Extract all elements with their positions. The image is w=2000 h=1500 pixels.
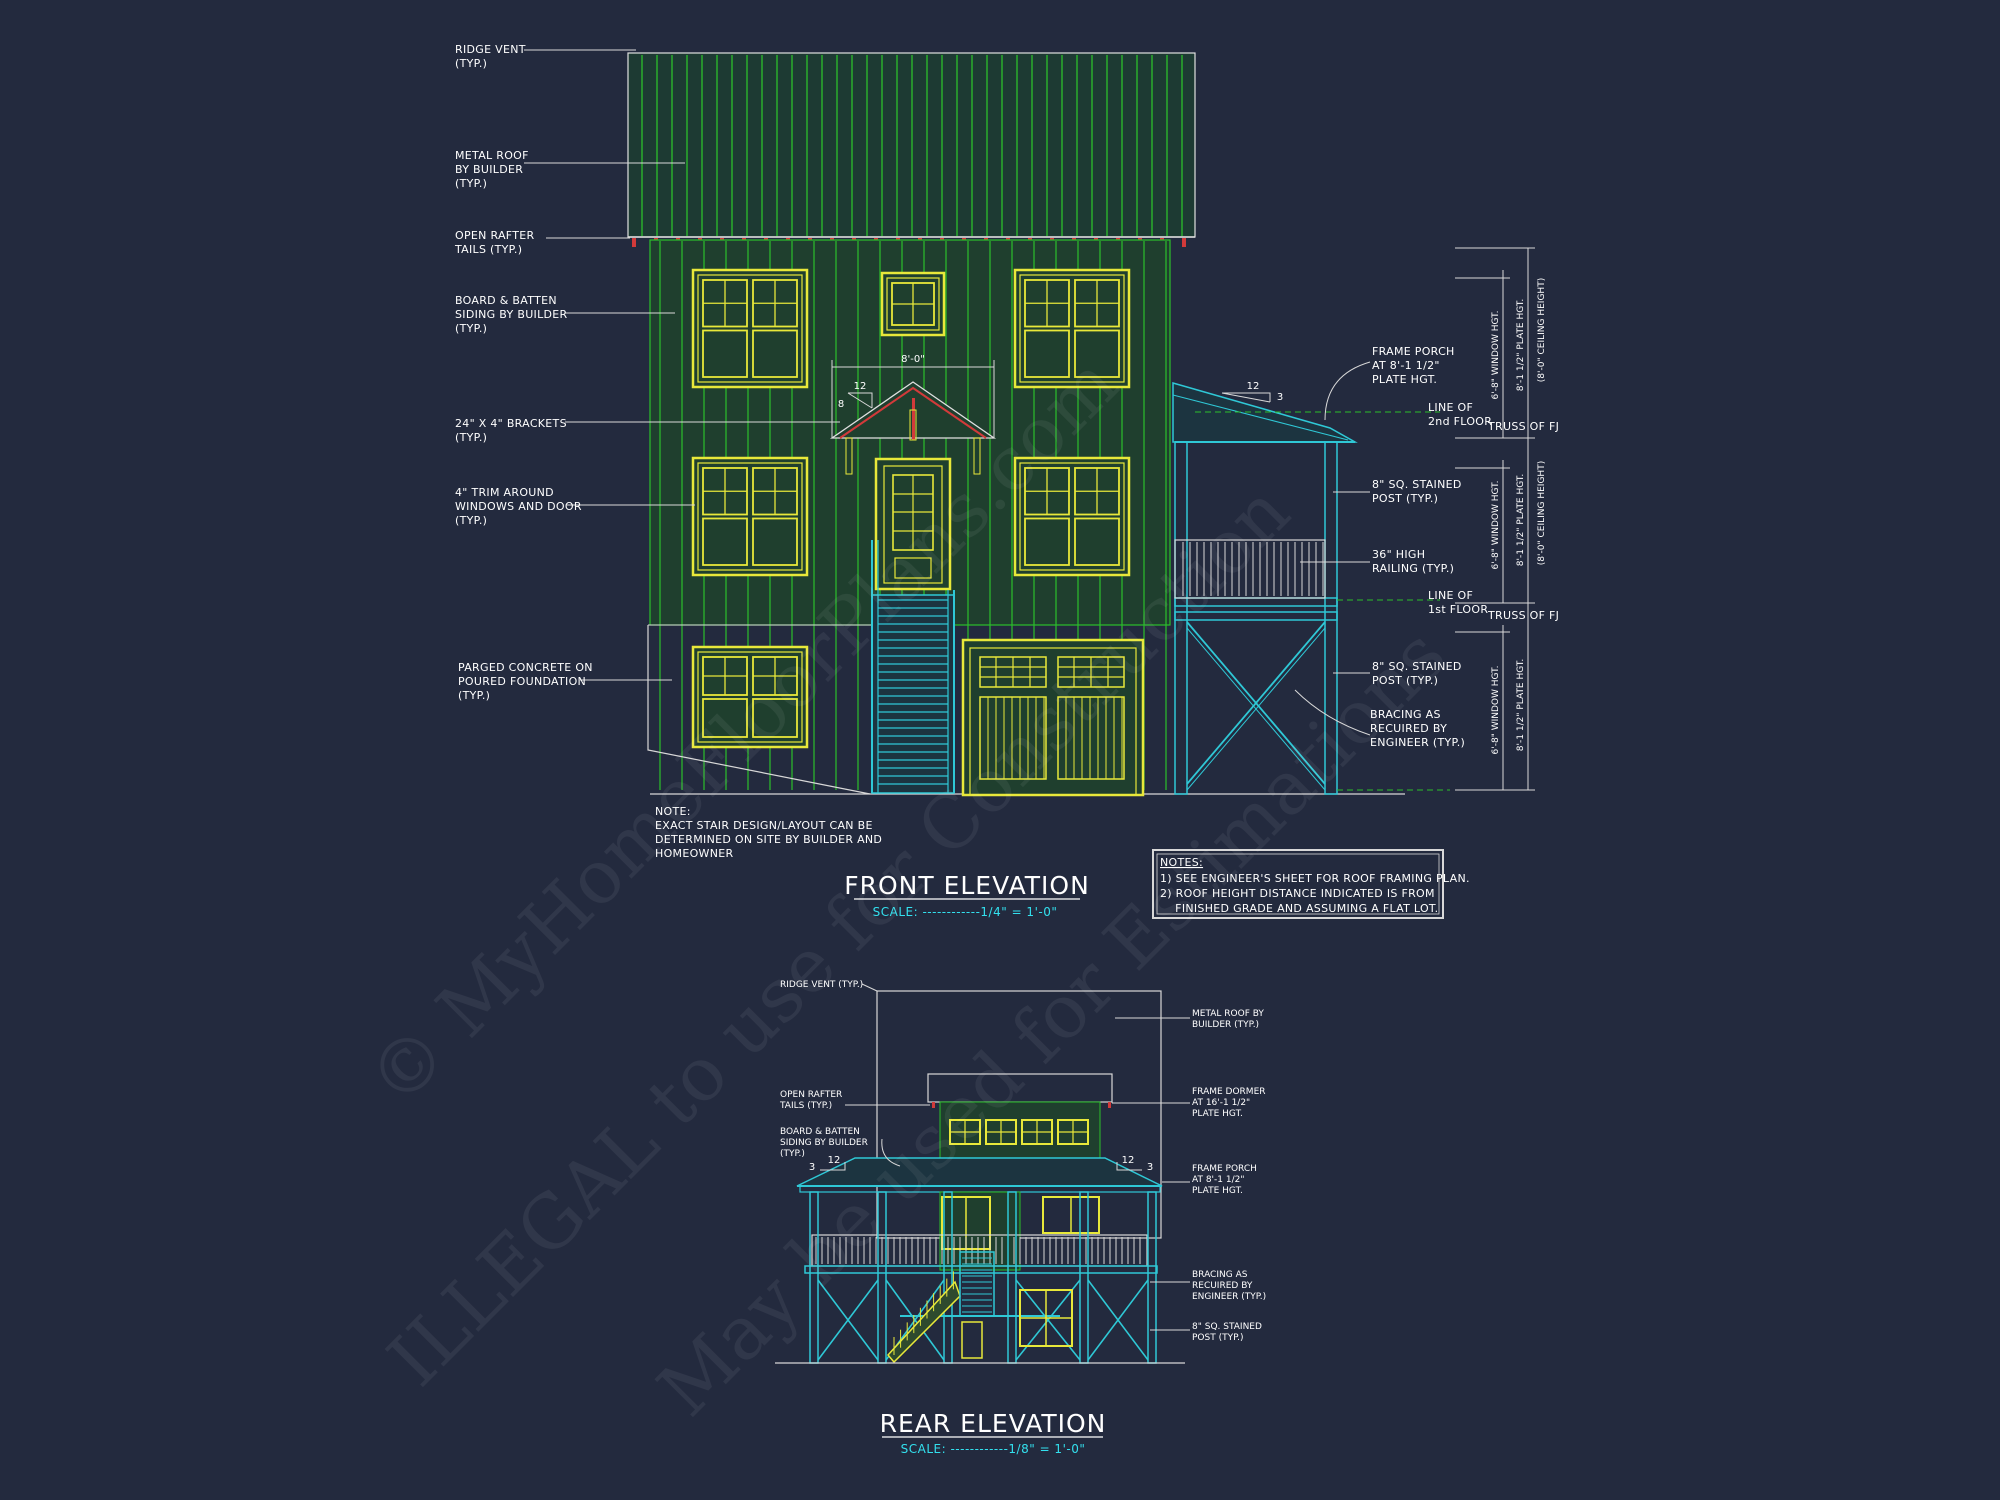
rear-label-ridge: RIDGE VENT (TYP.) bbox=[780, 980, 863, 990]
rear-elevation-title: REAR ELEVATION bbox=[880, 1409, 1107, 1438]
svg-text:2) ROOF HEIGHT DISTANCE INDICA: 2) ROOF HEIGHT DISTANCE INDICATED IS FRO… bbox=[1160, 887, 1435, 900]
svg-text:12: 12 bbox=[1247, 381, 1260, 392]
gable-width-dim: 8'-0" bbox=[901, 354, 925, 365]
svg-text:12: 12 bbox=[1122, 1155, 1135, 1166]
svg-text:6'-8" WINDOW HGT.: 6'-8" WINDOW HGT. bbox=[1491, 481, 1501, 570]
rear-pitch-left: 12 3 bbox=[809, 1155, 846, 1173]
window bbox=[691, 456, 809, 577]
front-elevation-title: FRONT ELEVATION bbox=[844, 871, 1090, 900]
label-truss-2nd: TRUSS OF FJ bbox=[1487, 420, 1559, 433]
rear-elevation-scale: SCALE: ------------1/8" = 1'-0" bbox=[901, 1442, 1086, 1456]
label-brackets: 24" X 4" BRACKETS(TYP.) bbox=[455, 417, 567, 444]
svg-text:3: 3 bbox=[1277, 392, 1283, 403]
window-small bbox=[880, 271, 946, 337]
svg-text:8'-1 1/2" PLATE HGT.: 8'-1 1/2" PLATE HGT. bbox=[1516, 659, 1526, 751]
stair-note: NOTE: EXACT STAIR DESIGN/LAYOUT CAN BE D… bbox=[655, 805, 886, 860]
rear-elevation: 12 3 12 3 RIDGE VENT (TYP.) METAL ROOF B… bbox=[775, 980, 1266, 1456]
svg-text:6'-8" WINDOW HGT.: 6'-8" WINDOW HGT. bbox=[1491, 311, 1501, 400]
side-porch bbox=[1172, 382, 1450, 795]
gable-pitch-symbol: 12 8 8'-0" bbox=[831, 354, 995, 438]
height-dimension-stack: 6'-8" WINDOW HGT. 8'-1 1/2" PLATE HGT. (… bbox=[1455, 247, 1547, 791]
garage-doors bbox=[961, 638, 1145, 797]
window bbox=[691, 268, 809, 389]
svg-text:8: 8 bbox=[838, 399, 844, 410]
label-truss-1st: TRUSS OF FJ bbox=[1487, 609, 1559, 622]
svg-text:12: 12 bbox=[828, 1155, 841, 1166]
front-leaders bbox=[524, 49, 1371, 736]
notes-box: NOTES: 1) SEE ENGINEER'S SHEET FOR ROOF … bbox=[1152, 849, 1470, 919]
svg-text:3: 3 bbox=[1147, 1162, 1153, 1173]
rear-pitch-right: 12 3 bbox=[1116, 1155, 1153, 1173]
porch-pitch-symbol: 12 3 bbox=[1221, 381, 1283, 403]
front-door[interactable] bbox=[874, 457, 952, 591]
window bbox=[1013, 456, 1131, 577]
front-roof bbox=[627, 52, 1196, 247]
svg-text:8'-1 1/2" PLATE HGT.: 8'-1 1/2" PLATE HGT. bbox=[1516, 474, 1526, 566]
svg-text:3: 3 bbox=[809, 1162, 815, 1173]
door-gable bbox=[829, 381, 997, 475]
svg-text:NOTES:: NOTES: bbox=[1160, 856, 1203, 869]
svg-text:(8'-0" CEILING HEIGHT): (8'-0" CEILING HEIGHT) bbox=[1537, 278, 1547, 382]
svg-text:12: 12 bbox=[854, 381, 867, 392]
front-stair bbox=[871, 540, 955, 794]
svg-text:(8'-0" CEILING HEIGHT): (8'-0" CEILING HEIGHT) bbox=[1537, 461, 1547, 565]
svg-text:FINISHED GRADE AND ASSUMING A: FINISHED GRADE AND ASSUMING A FLAT LOT. bbox=[1160, 902, 1438, 915]
front-elevation: 12 8 8'-0" 12 3 bbox=[454, 43, 1559, 919]
rear-leaders bbox=[845, 983, 1190, 1331]
front-elevation-scale: SCALE: ------------1/4" = 1'-0" bbox=[873, 905, 1058, 919]
svg-text:1) SEE ENGINEER'S SHEET FOR RO: 1) SEE ENGINEER'S SHEET FOR ROOF FRAMING… bbox=[1160, 872, 1470, 885]
svg-text:6'-8" WINDOW HGT.: 6'-8" WINDOW HGT. bbox=[1491, 666, 1501, 755]
svg-text:8'-1 1/2" PLATE HGT.: 8'-1 1/2" PLATE HGT. bbox=[1516, 299, 1526, 391]
label-ridge-vent: RIDGE VENT(TYP.) bbox=[455, 43, 526, 70]
window bbox=[1013, 268, 1131, 389]
window bbox=[691, 645, 809, 749]
front-windows bbox=[691, 268, 1131, 749]
